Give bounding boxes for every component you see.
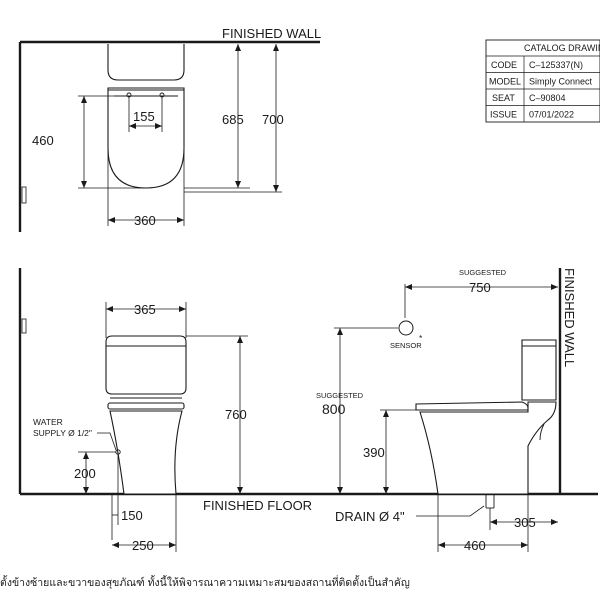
side-view: FINISHED WALL SUGGESTED 750 SENSOR * SUG…: [316, 268, 577, 553]
drain-label: DRAIN Ø 4": [335, 509, 405, 524]
dim-390: 390: [363, 445, 385, 460]
tb-seat-key: SEAT: [492, 93, 515, 103]
tb-code-key: CODE: [491, 60, 517, 70]
tank-outline-top: [107, 44, 185, 81]
sensor-label: SENSOR: [390, 341, 422, 350]
suggested-label-1: SUGGESTED: [459, 268, 507, 277]
water-supply-label-2: SUPPLY Ø 1/2": [33, 428, 92, 438]
finished-wall-label-side: FINISHED WALL: [562, 268, 577, 367]
footer-note: ตั้งข้างซ้ายและขวาของสุขภัณฑ์ ทั้งนี้ให้…: [0, 575, 410, 589]
sensor-icon: [398, 320, 414, 336]
tb-model-value: Simply Connect: [529, 77, 593, 87]
dim-800: 800: [322, 401, 346, 417]
dim-250: 250: [132, 538, 154, 553]
top-view: FINISHED WALL 155 460 685 700 360: [18, 26, 321, 232]
tb-code-value: C–125337(N): [529, 60, 583, 70]
finished-floor-label: FINISHED FLOOR: [203, 498, 312, 513]
seat-front: [107, 402, 185, 410]
wall-bracket-top: [21, 186, 27, 204]
tank-side: [521, 339, 557, 401]
dim-460: 460: [32, 133, 54, 148]
dim-200: 200: [74, 466, 96, 481]
bowl-outline-top: [107, 87, 185, 189]
dim-365: 365: [134, 302, 156, 317]
title-block-header: CATALOG DRAWING: [524, 43, 600, 53]
dim-700: 700: [262, 112, 284, 127]
dim-685: 685: [222, 112, 244, 127]
bowl-front: [109, 410, 183, 495]
front-view: FINISHED FLOOR 365 760 WATER SUPPLY Ø 1/…: [18, 268, 598, 553]
tb-seat-value: C–90804: [529, 93, 566, 103]
dim-305: 305: [514, 515, 536, 530]
dim-750: 750: [469, 280, 491, 295]
dim-155: 155: [133, 109, 155, 124]
bowl-side: [419, 401, 557, 495]
tb-model-key: MODEL: [489, 77, 521, 87]
water-supply-label-1: WATER: [33, 417, 63, 427]
dim-150: 150: [121, 508, 143, 523]
dim-360: 360: [134, 213, 156, 228]
sensor-mark: *: [419, 333, 423, 343]
seat-side: [415, 401, 529, 411]
dim-760: 760: [225, 407, 247, 422]
finished-wall-label-top: FINISHED WALL: [222, 26, 321, 41]
suggested-label-2: SUGGESTED: [316, 391, 364, 400]
tank-front: [105, 335, 187, 395]
tb-issue-value: 07/01/2022: [529, 110, 574, 120]
title-block: CATALOG DRAWING CODE C–125337(N) MODEL S…: [485, 39, 600, 123]
dim-460-side: 460: [464, 538, 486, 553]
tb-issue-key: ISSUE: [490, 110, 517, 120]
